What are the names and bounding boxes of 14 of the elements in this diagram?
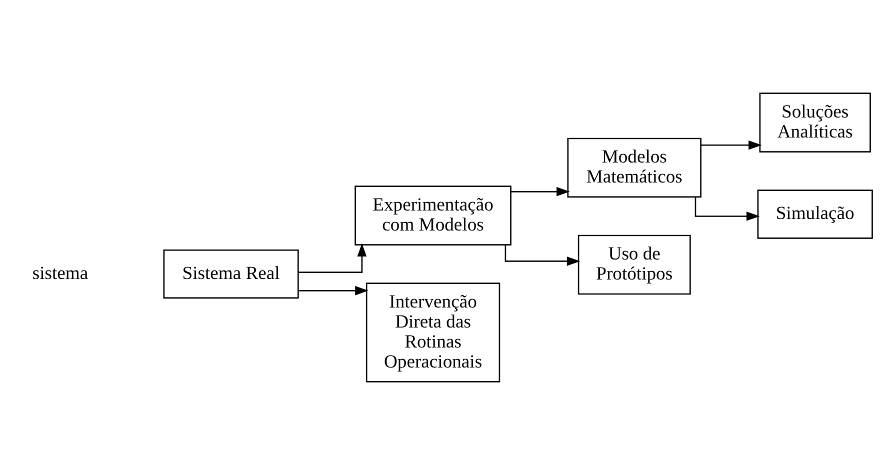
- arrow: [298, 286, 368, 296]
- node-box: Modelos Matemáticos: [567, 138, 702, 198]
- node-box: Uso de Protótipos: [578, 234, 691, 295]
- arrow: [504, 245, 580, 266]
- label: sistema: [32, 262, 88, 284]
- node-box: Intervenção Direta das Rotinas Operacionais: [366, 282, 500, 382]
- arrow: [510, 187, 570, 196]
- node-box: Experimentação com Modelos: [354, 186, 512, 246]
- node-box: Sistema Real: [163, 249, 299, 299]
- arrow: [701, 140, 762, 150]
- arrow: [694, 197, 760, 221]
- node-box: Simulação: [757, 190, 873, 239]
- node-box: Soluções Analíticas: [759, 92, 871, 152]
- arrow: [298, 243, 367, 273]
